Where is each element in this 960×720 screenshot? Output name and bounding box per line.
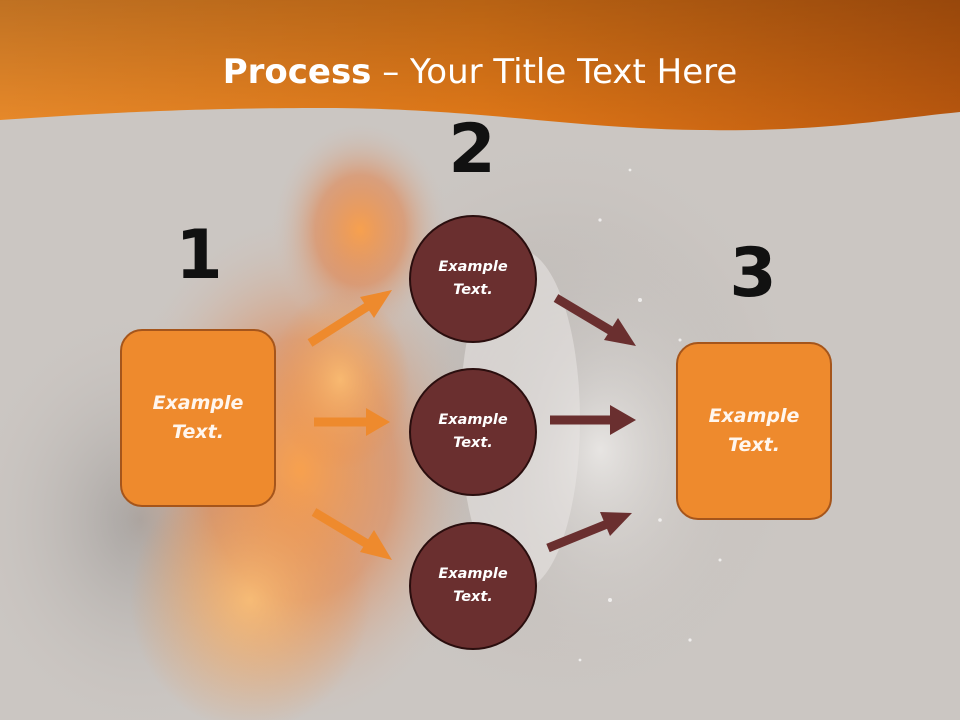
slide-title: Process – Your Title Text Here [0, 52, 960, 92]
arrow-to-top-node [307, 290, 392, 347]
header-band [0, 0, 960, 131]
title-bold-part: Process [222, 52, 372, 92]
step-3-label: Example Text. [708, 405, 800, 456]
step-3-box: Example Text. [676, 342, 832, 520]
middle-node-top: Example Text. [409, 215, 537, 343]
arrow-from-bottom-node [546, 512, 632, 553]
arrow-from-top-node [553, 294, 636, 346]
middle-node-center-label: Example Text. [438, 412, 508, 451]
middle-node-bottom-label: Example Text. [438, 566, 508, 605]
arrow-from-middle-node [550, 405, 636, 435]
arrow-to-bottom-node [311, 508, 392, 560]
arrow-to-middle-node [314, 408, 390, 436]
middle-node-top-label: Example Text. [438, 259, 508, 298]
step-number-2: 2 [448, 110, 496, 189]
step-number-1: 1 [175, 216, 223, 295]
title-rest-part: – Your Title Text Here [371, 52, 738, 92]
step-1-box: Example Text. [120, 329, 276, 507]
middle-node-center: Example Text. [409, 368, 537, 496]
step-1-label: Example Text. [152, 392, 244, 443]
step-number-3: 3 [729, 234, 777, 313]
middle-node-bottom: Example Text. [409, 522, 537, 650]
